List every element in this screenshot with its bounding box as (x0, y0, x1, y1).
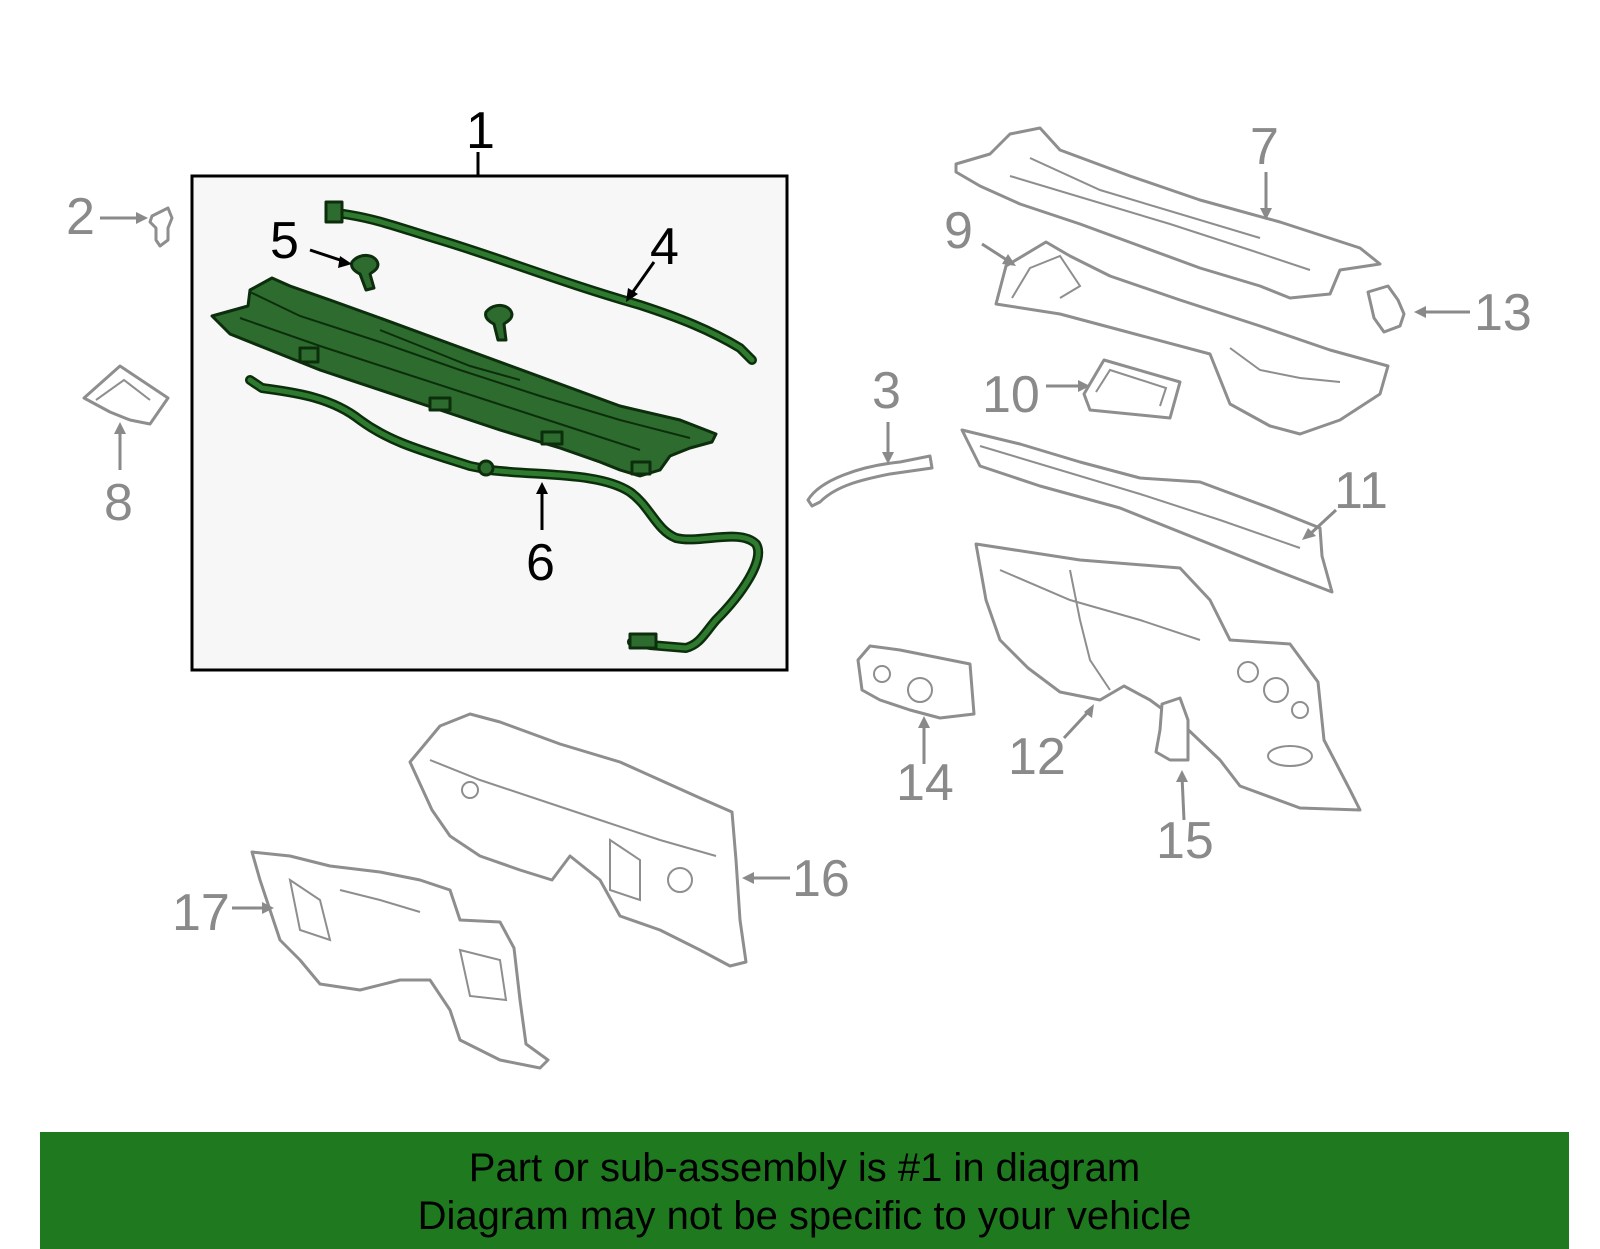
callout-7: 7 (1250, 118, 1279, 176)
leader-lines (100, 172, 1470, 914)
part-10-plate[interactable] (1082, 358, 1182, 420)
info-banner: Part or sub-assembly is #1 in diagram Di… (40, 1132, 1569, 1249)
callout-3: 3 (872, 362, 901, 420)
banner-line-1: Part or sub-assembly is #1 in diagram (468, 1146, 1141, 1190)
callout-16: 16 (792, 850, 850, 908)
part-8-bracket[interactable] (82, 364, 170, 426)
callout-14: 14 (896, 754, 954, 812)
part-1-cowl-panel[interactable] (210, 276, 718, 478)
part-16-dash-panel[interactable] (408, 712, 748, 968)
part-2-fastener[interactable] (148, 206, 174, 248)
part-6-hose[interactable] (245, 375, 763, 653)
callout-17: 17 (172, 884, 230, 942)
part-4-weatherstrip[interactable] (324, 200, 757, 365)
callout-4: 4 (650, 218, 679, 276)
part-7-cowl-top[interactable] (954, 126, 1382, 300)
callout-10: 10 (982, 366, 1040, 424)
callout-9: 9 (944, 202, 973, 260)
callout-8: 8 (104, 474, 133, 532)
callout-13: 13 (1474, 284, 1532, 342)
part-5-clip-second[interactable] (484, 304, 514, 342)
callout-11: 11 (1334, 462, 1388, 520)
part-14-bracket[interactable] (856, 644, 976, 720)
part-5-clip[interactable] (350, 254, 380, 292)
part-12-dash-panel[interactable] (974, 542, 1362, 812)
callout-2: 2 (66, 188, 95, 246)
part-9-cowl-inner[interactable] (994, 240, 1390, 436)
callout-6: 6 (526, 534, 555, 592)
part-13-bracket[interactable] (1366, 284, 1406, 334)
callout-1: 1 (466, 102, 495, 160)
callout-5: 5 (270, 212, 299, 270)
banner-line-2: Diagram may not be specific to your vehi… (417, 1194, 1192, 1238)
part-11-reinforcement[interactable] (960, 428, 1334, 594)
part-17-insulator[interactable] (250, 850, 550, 1070)
part-15-bracket[interactable] (1154, 696, 1190, 762)
callout-12: 12 (1008, 728, 1066, 786)
part-3-bracket[interactable] (806, 454, 934, 508)
callout-15: 15 (1156, 812, 1214, 870)
